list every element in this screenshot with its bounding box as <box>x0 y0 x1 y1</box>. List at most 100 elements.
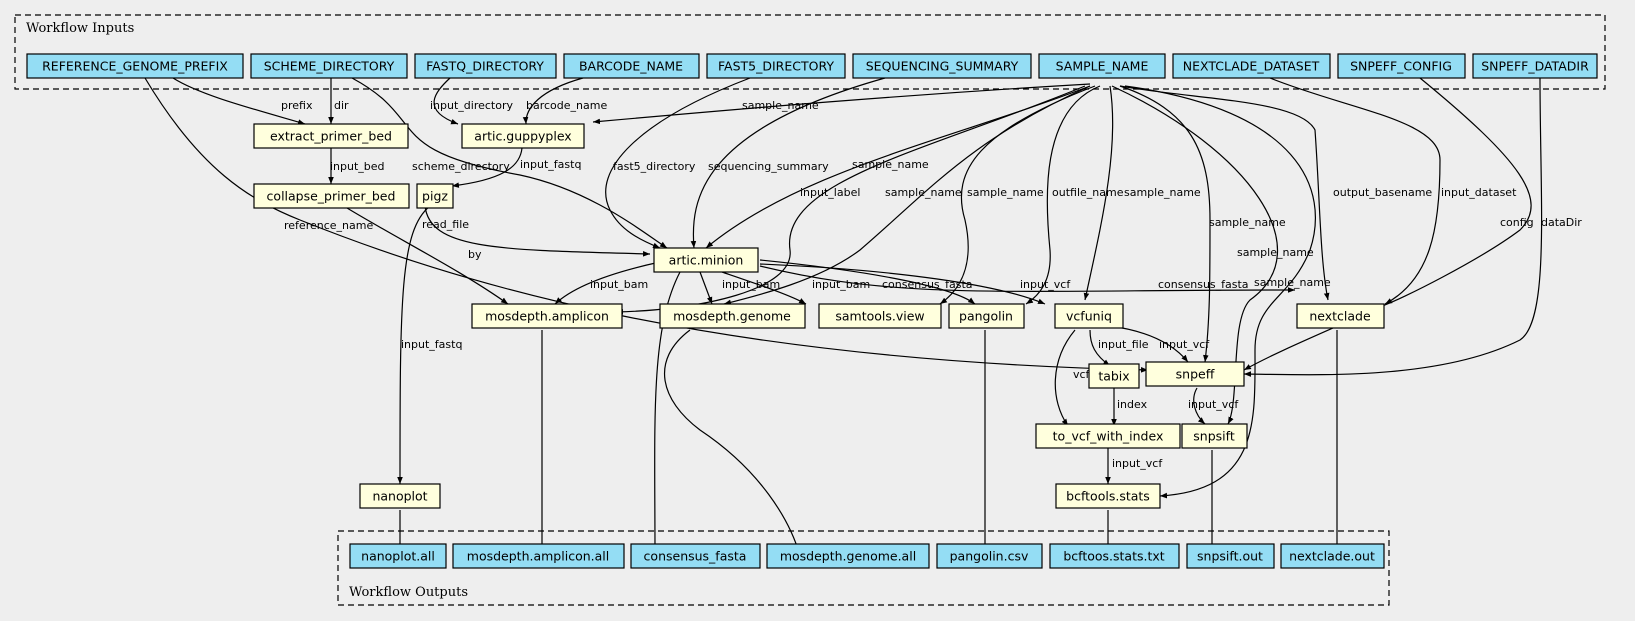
node-pigz[interactable]: pigz <box>416 183 454 209</box>
label-dir: dir <box>334 99 349 112</box>
workflow-inputs-title: Workflow Inputs <box>26 21 134 36</box>
node-out-snpsift-out[interactable]: snpsift.out <box>1186 543 1275 569</box>
label-sample-name-snpeff: sample_name <box>1209 216 1286 229</box>
edge-scheme-minion <box>351 77 668 249</box>
node-out-bcftoos-stats-txt[interactable]: bcftoos.stats.txt <box>1049 543 1180 569</box>
label-by: by <box>468 248 482 261</box>
edge-fast5-minion <box>605 77 751 249</box>
node-label: snpsift <box>1193 429 1235 444</box>
node-fastq-directory[interactable]: FASTQ_DIRECTORY <box>414 53 557 79</box>
node-collapse-primer-bed[interactable]: collapse_primer_bed <box>253 183 410 209</box>
label-index: index <box>1117 398 1148 411</box>
label-input-fastq-nanoplot: input_fastq <box>401 338 462 351</box>
label-sequencing-summary: sequencing_summary <box>708 160 829 173</box>
node-vcfuniq[interactable]: vcfuniq <box>1054 303 1124 329</box>
label-fast5-directory: fast5_directory <box>613 160 696 173</box>
label-scheme-directory: scheme_directory <box>412 160 510 173</box>
node-nextclade[interactable]: nextclade <box>1296 303 1385 329</box>
edge-genome-out <box>663 329 801 557</box>
node-label: bcftoos.stats.txt <box>1063 549 1164 564</box>
node-label: vcfuniq <box>1066 309 1112 324</box>
edge-fastq-guppyplex <box>433 77 459 125</box>
node-out-mosdepth-amplicon-all[interactable]: mosdepth.amplicon.all <box>452 543 625 569</box>
node-label: extract_primer_bed <box>270 129 392 144</box>
node-label: artic.minion <box>669 253 744 268</box>
workflow-outputs-title: Workflow Outputs <box>349 585 468 600</box>
label-input-vcf-snpsift: input_vcf <box>1188 398 1239 411</box>
node-artic-guppyplex[interactable]: artic.guppyplex <box>461 123 585 149</box>
label-input-directory: input_directory <box>430 99 513 112</box>
edge-minion-amplicon <box>554 261 661 305</box>
node-label: snpsift.out <box>1197 549 1263 564</box>
label-sample-name-genome: sample_name <box>885 186 962 199</box>
label-input-vcf-snpeff: input_vcf <box>1159 338 1210 351</box>
node-scheme-directory[interactable]: SCHEME_DIRECTORY <box>250 53 408 79</box>
edge-minion-consensus <box>652 271 681 557</box>
node-tabix[interactable]: tabix <box>1088 363 1140 389</box>
node-label: mosdepth.amplicon.all <box>467 549 609 564</box>
node-label: mosdepth.amplicon <box>485 309 609 324</box>
edge-collapse-amplicon <box>346 207 509 305</box>
label-vcf: vcf <box>1073 368 1091 381</box>
label-sample-name-snpsift: sample_name <box>1237 246 1314 259</box>
node-snpeff[interactable]: snpeff <box>1145 361 1245 387</box>
edge-sample-samtools <box>939 85 1096 305</box>
edge-labels: prefix dir input_directory barcode_name … <box>281 99 1582 470</box>
node-out-nextclade-out[interactable]: nextclade.out <box>1280 543 1385 569</box>
edge-barcode-guppyplex <box>522 77 584 125</box>
node-sequencing-summary[interactable]: SEQUENCING_SUMMARY <box>852 53 1032 79</box>
edge-sample-vcfuniq <box>1083 85 1114 301</box>
label-output-basename: output_basename <box>1333 186 1432 199</box>
node-fast5-directory[interactable]: FAST5_DIRECTORY <box>706 53 846 79</box>
node-sample-name[interactable]: SAMPLE_NAME <box>1038 53 1166 79</box>
node-out-consensus-fasta[interactable]: consensus_fasta <box>630 543 761 569</box>
edge-sample-pangolin <box>1025 85 1101 305</box>
node-bcftools-stats[interactable]: bcftools.stats <box>1055 483 1161 509</box>
node-label: samtools.view <box>835 309 924 324</box>
node-label: to_vcf_with_index <box>1053 429 1164 444</box>
node-snpeff-config[interactable]: SNPEFF_CONFIG <box>1337 53 1466 79</box>
node-pangolin[interactable]: pangolin <box>948 303 1025 329</box>
edge-reference-prefix <box>172 77 306 125</box>
node-out-mosdepth-genome-all[interactable]: mosdepth.genome.all <box>766 543 930 569</box>
node-snpeff-datadir[interactable]: SNPEFF_DATADIR <box>1472 53 1598 79</box>
label-consensus-fasta-pangolin: consensus_fasta <box>882 278 973 291</box>
label-input-bam-genome: input_bam <box>722 278 780 291</box>
node-snpsift[interactable]: snpsift <box>1181 423 1248 449</box>
node-nextclade-dataset[interactable]: NEXTCLADE_DATASET <box>1172 53 1331 79</box>
node-out-nanoplot-all[interactable]: nanoplot.all <box>349 543 447 569</box>
edge-minion-samtools <box>721 271 807 305</box>
label-input-fastq: input_fastq <box>520 158 581 171</box>
node-label: SEQUENCING_SUMMARY <box>866 59 1019 74</box>
edge-sample-bcftools <box>1124 85 1316 499</box>
edge-nextclade-dataset <box>1269 77 1441 305</box>
label-read-file: read_file <box>422 218 469 231</box>
node-barcode-name[interactable]: BARCODE_NAME <box>563 53 700 79</box>
workflow-outputs-cluster: Workflow Outputs <box>337 530 1390 606</box>
node-label: nanoplot <box>372 489 427 504</box>
node-to-vcf-with-index[interactable]: to_vcf_with_index <box>1035 423 1181 449</box>
label-config: config <box>1500 216 1534 229</box>
node-reference-genome-prefix[interactable]: REFERENCE_GENOME_PREFIX <box>26 53 244 79</box>
edge-pigz-minion <box>424 205 651 257</box>
label-input-bed: input_bed <box>330 160 385 173</box>
edge-sample-nextclade <box>1119 85 1330 301</box>
node-label: collapse_primer_bed <box>267 189 396 204</box>
label-prefix: prefix <box>281 99 313 112</box>
label-outfile-name: outfile_name <box>1052 186 1124 199</box>
node-out-pangolin-csv[interactable]: pangolin.csv <box>936 543 1043 569</box>
node-extract-primer-bed[interactable]: extract_primer_bed <box>253 123 409 149</box>
node-label: SAMPLE_NAME <box>1056 59 1149 74</box>
node-label: artic.guppyplex <box>474 129 571 144</box>
edge-vcfuniq-tabix <box>1089 329 1111 367</box>
node-nanoplot[interactable]: nanoplot <box>359 483 441 509</box>
label-sample-name-vcfuniq: sample_name <box>1124 186 1201 199</box>
node-artic-minion[interactable]: artic.minion <box>653 247 759 273</box>
node-label: mosdepth.genome <box>673 309 791 324</box>
node-samtools-view[interactable]: samtools.view <box>818 303 942 329</box>
node-label: FAST5_DIRECTORY <box>718 59 834 74</box>
node-mosdepth-amplicon[interactable]: mosdepth.amplicon <box>471 303 623 329</box>
node-mosdepth-genome[interactable]: mosdepth.genome <box>659 303 806 329</box>
label-datadir: dataDir <box>1541 216 1582 229</box>
edge-vcfuniq-to-vcf <box>1054 329 1076 427</box>
